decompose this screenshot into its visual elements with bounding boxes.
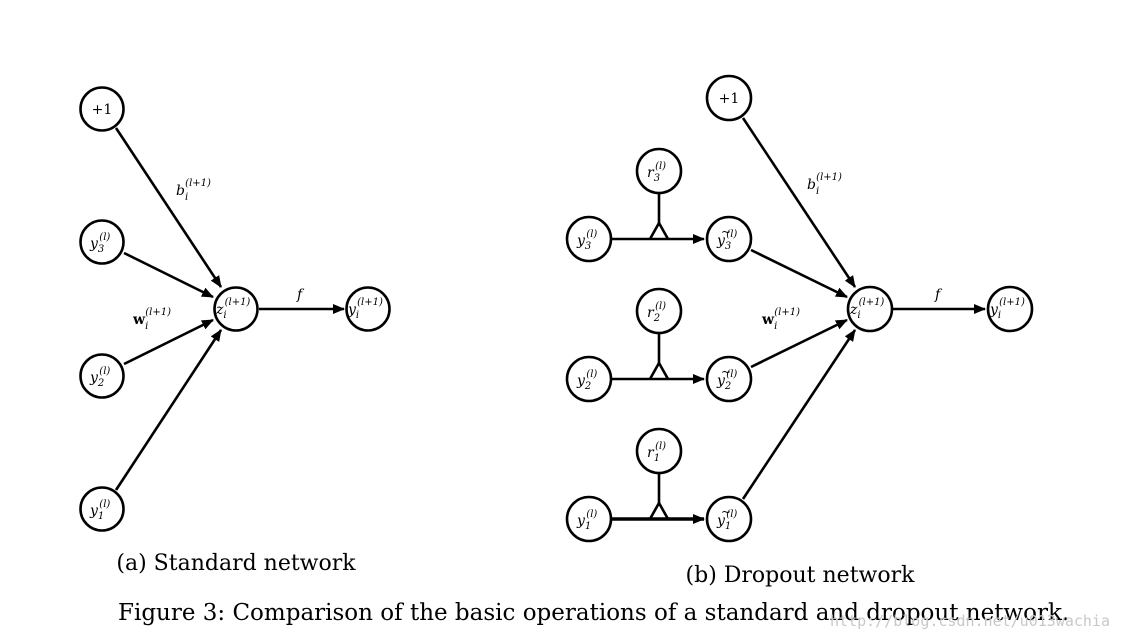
mask-node-r1-label: r1(l)	[647, 441, 666, 464]
input-node-y3-label: y3(l)	[89, 232, 110, 255]
mask-node-r3-label: r3(l)	[647, 161, 666, 184]
mask-junction-3	[648, 220, 670, 240]
input-node-y3: y3(l)	[79, 219, 125, 265]
input-node-y1: y1(l)	[79, 486, 125, 532]
thinned-node-y2-label: y2(l)	[716, 369, 737, 392]
input-node-y3: y3(l)	[565, 215, 613, 263]
mask-junction-1	[648, 500, 670, 520]
thinned-node-y3: ~ y3(l)	[705, 215, 753, 263]
input-node-y2-label: y2(l)	[89, 366, 110, 389]
watermark: http://blog.csdn.net/u013wachia	[830, 612, 1110, 630]
mask-junction-2	[648, 360, 670, 380]
output-node-label: yi(l+1)	[989, 297, 1025, 321]
mask-node-r2-label: r2(l)	[647, 301, 666, 324]
edge-yt2-to-z	[750, 318, 848, 369]
tilde-mark: ~	[721, 505, 731, 519]
mask-node-r2: r2(l)	[635, 287, 683, 335]
activation-label: f	[296, 287, 305, 303]
bias-node-label: +1	[92, 102, 113, 118]
tilde-mark: ~	[721, 225, 731, 239]
standard-network: +1 y3(l) y2(l) y1(l) zi(l+1) yi(l+1) bi(…	[79, 86, 391, 576]
input-node-y2-label: y2(l)	[576, 369, 597, 392]
activation-label: f	[934, 287, 943, 303]
edge-bias-to-z	[114, 127, 223, 288]
mask-node-r1: r1(l)	[635, 427, 683, 475]
tilde-mark: ~	[721, 365, 731, 379]
edge-yt1-to-z	[741, 329, 857, 500]
bias-node: +1	[79, 86, 125, 132]
weight-label: wi(l+1)	[761, 307, 800, 332]
bias-weight-label: bi(l+1)	[807, 172, 842, 197]
bias-node-label: +1	[719, 91, 740, 107]
figure-caption: Figure 3: Comparison of the basic operat…	[118, 600, 1069, 626]
bias-node: +1	[705, 74, 753, 122]
weight-label: wi(l+1)	[132, 307, 171, 332]
input-node-y1: y1(l)	[565, 495, 613, 543]
z-node: zi(l+1)	[846, 285, 894, 333]
edge-y2-to-z	[123, 318, 214, 366]
z-node-label: zi(l+1)	[849, 297, 884, 321]
bias-weight-label: bi(l+1)	[176, 178, 211, 203]
thinned-node-y3-label: y3(l)	[716, 229, 737, 252]
input-node-y2: y2(l)	[565, 355, 613, 403]
standard-network-caption: (a) Standard network	[116, 551, 356, 576]
z-node: zi(l+1)	[213, 286, 259, 332]
thinned-node-y1: ~ y1(l)	[705, 495, 753, 543]
thinned-node-y2: ~ y2(l)	[705, 355, 753, 403]
mask-node-r3: r3(l)	[635, 147, 683, 195]
edge-y3-to-z	[123, 251, 214, 299]
output-node: yi(l+1)	[986, 285, 1034, 333]
input-node-y3-label: y3(l)	[576, 229, 597, 252]
dropout-network-caption: (b) Dropout network	[686, 563, 916, 588]
input-node-y1-label: y1(l)	[576, 509, 597, 532]
edge-yt3-to-z	[750, 248, 848, 299]
output-node: yi(l+1)	[345, 286, 391, 332]
input-node-y1-label: y1(l)	[89, 499, 110, 522]
edge-bias-to-z	[741, 117, 857, 288]
input-node-y2: y2(l)	[79, 353, 125, 399]
z-node-label: zi(l+1)	[215, 297, 250, 321]
thinned-node-y1-label: y1(l)	[716, 509, 737, 532]
edge-y1-to-z	[114, 329, 223, 491]
output-node-label: yi(l+1)	[347, 297, 383, 321]
dropout-network: +1 r3(l) r2(l) r1(l) y3(l) y2(l) y1(l)	[565, 74, 1034, 588]
